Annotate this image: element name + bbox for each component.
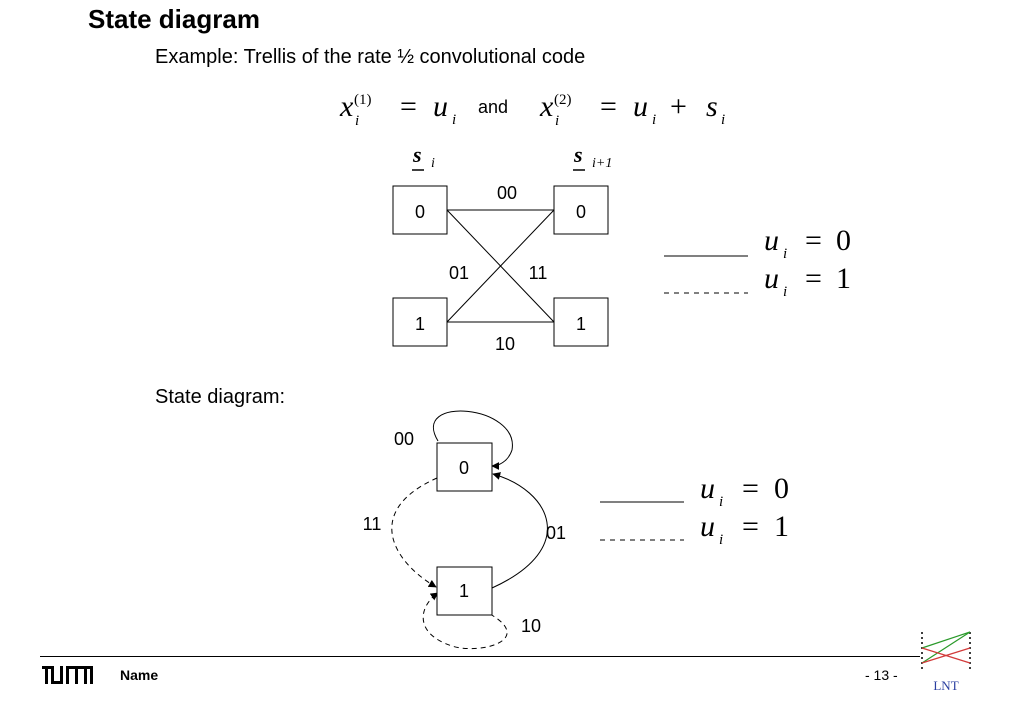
svg-text:i: i bbox=[355, 113, 359, 129]
svg-text:u: u bbox=[700, 472, 715, 505]
page-number: - 13 - bbox=[865, 667, 898, 683]
svg-text:u: u bbox=[764, 224, 779, 257]
svg-text:1: 1 bbox=[415, 314, 425, 334]
state-label-00: 00 bbox=[394, 429, 414, 449]
svg-text:0: 0 bbox=[459, 458, 469, 478]
svg-text:s: s bbox=[412, 142, 422, 167]
svg-text:1: 1 bbox=[459, 581, 469, 601]
svg-text:i: i bbox=[431, 156, 435, 171]
svg-text:=: = bbox=[742, 510, 759, 543]
state-label-01: 01 bbox=[546, 523, 566, 543]
trellis-right-column-label: s i+1 bbox=[573, 142, 612, 171]
svg-text:0: 0 bbox=[576, 202, 586, 222]
state-label-11: 11 bbox=[363, 514, 382, 534]
legend-trellis: u i = 0 u i = 1 bbox=[664, 224, 851, 300]
trellis-diagram: s i s i+1 0 0 1 1 0 bbox=[392, 142, 612, 354]
legend-state-diagram: u i = 0 u i = 1 bbox=[600, 472, 789, 548]
svg-text:i: i bbox=[452, 112, 456, 128]
state-node-0: 0 bbox=[436, 442, 493, 492]
trellis-state-box: 1 bbox=[392, 297, 448, 347]
state-node-1: 1 bbox=[436, 566, 493, 616]
svg-text:=: = bbox=[600, 90, 617, 123]
svg-text:1: 1 bbox=[774, 510, 789, 543]
svg-text:i+1: i+1 bbox=[592, 156, 612, 171]
state-edge-1-to-0 bbox=[491, 472, 548, 589]
svg-text:(2): (2) bbox=[554, 92, 572, 108]
subtitle: Example: Trellis of the rate ½ convoluti… bbox=[155, 46, 586, 68]
state-label-10: 10 bbox=[521, 616, 541, 636]
trellis-state-box: 0 bbox=[553, 185, 609, 235]
and-word: and bbox=[478, 97, 508, 117]
svg-text:=: = bbox=[742, 472, 759, 505]
svg-text:x: x bbox=[539, 90, 554, 123]
svg-text:=: = bbox=[805, 262, 822, 295]
svg-text:0: 0 bbox=[836, 224, 851, 257]
svg-text:0: 0 bbox=[774, 472, 789, 505]
trellis-label-01: 01 bbox=[449, 263, 469, 283]
state-edge-self-1 bbox=[422, 592, 508, 650]
svg-text:1: 1 bbox=[836, 262, 851, 295]
state-edge-self-0 bbox=[433, 410, 513, 470]
lnt-logo: LNT bbox=[921, 631, 971, 693]
trellis-label-11: 11 bbox=[529, 263, 548, 283]
trellis-edge-01 bbox=[446, 209, 555, 323]
trellis-label-00: 00 bbox=[497, 183, 517, 203]
svg-text:i: i bbox=[555, 113, 559, 129]
state-edge-0-to-1 bbox=[391, 477, 438, 588]
svg-text:u: u bbox=[764, 262, 779, 295]
state-diagram-heading: State diagram: bbox=[155, 386, 286, 408]
svg-text:s: s bbox=[573, 142, 583, 167]
svg-text:i: i bbox=[652, 112, 656, 128]
svg-text:=: = bbox=[805, 224, 822, 257]
svg-text:1: 1 bbox=[576, 314, 586, 334]
footer-name: Name bbox=[120, 667, 159, 683]
svg-text:(1): (1) bbox=[354, 92, 372, 108]
svg-text:s: s bbox=[706, 90, 718, 123]
svg-text:i: i bbox=[721, 112, 725, 128]
trellis-state-box: 1 bbox=[553, 297, 609, 347]
lnt-logo-text: LNT bbox=[933, 678, 958, 693]
page-title: State diagram bbox=[88, 4, 260, 34]
trellis-state-box: 0 bbox=[392, 185, 448, 235]
svg-text:u: u bbox=[433, 90, 448, 123]
footer-divider bbox=[40, 656, 920, 657]
svg-text:u: u bbox=[700, 510, 715, 543]
tum-logo bbox=[42, 666, 93, 684]
svg-text:+: + bbox=[670, 90, 687, 123]
state-diagram: 0 1 00 11 01 10 bbox=[363, 410, 566, 650]
svg-text:i: i bbox=[719, 532, 723, 548]
trellis-left-column-label: s i bbox=[412, 142, 435, 171]
svg-text:i: i bbox=[719, 494, 723, 510]
svg-text:i: i bbox=[783, 284, 787, 300]
svg-text:u: u bbox=[633, 90, 648, 123]
svg-text:0: 0 bbox=[415, 202, 425, 222]
trellis-label-10: 10 bbox=[495, 334, 515, 354]
svg-text:i: i bbox=[783, 246, 787, 262]
svg-text:x: x bbox=[339, 90, 354, 123]
svg-text:=: = bbox=[400, 90, 417, 123]
encoder-equations: x (1) i = u i and x (2) i = u i + s i bbox=[339, 90, 725, 129]
